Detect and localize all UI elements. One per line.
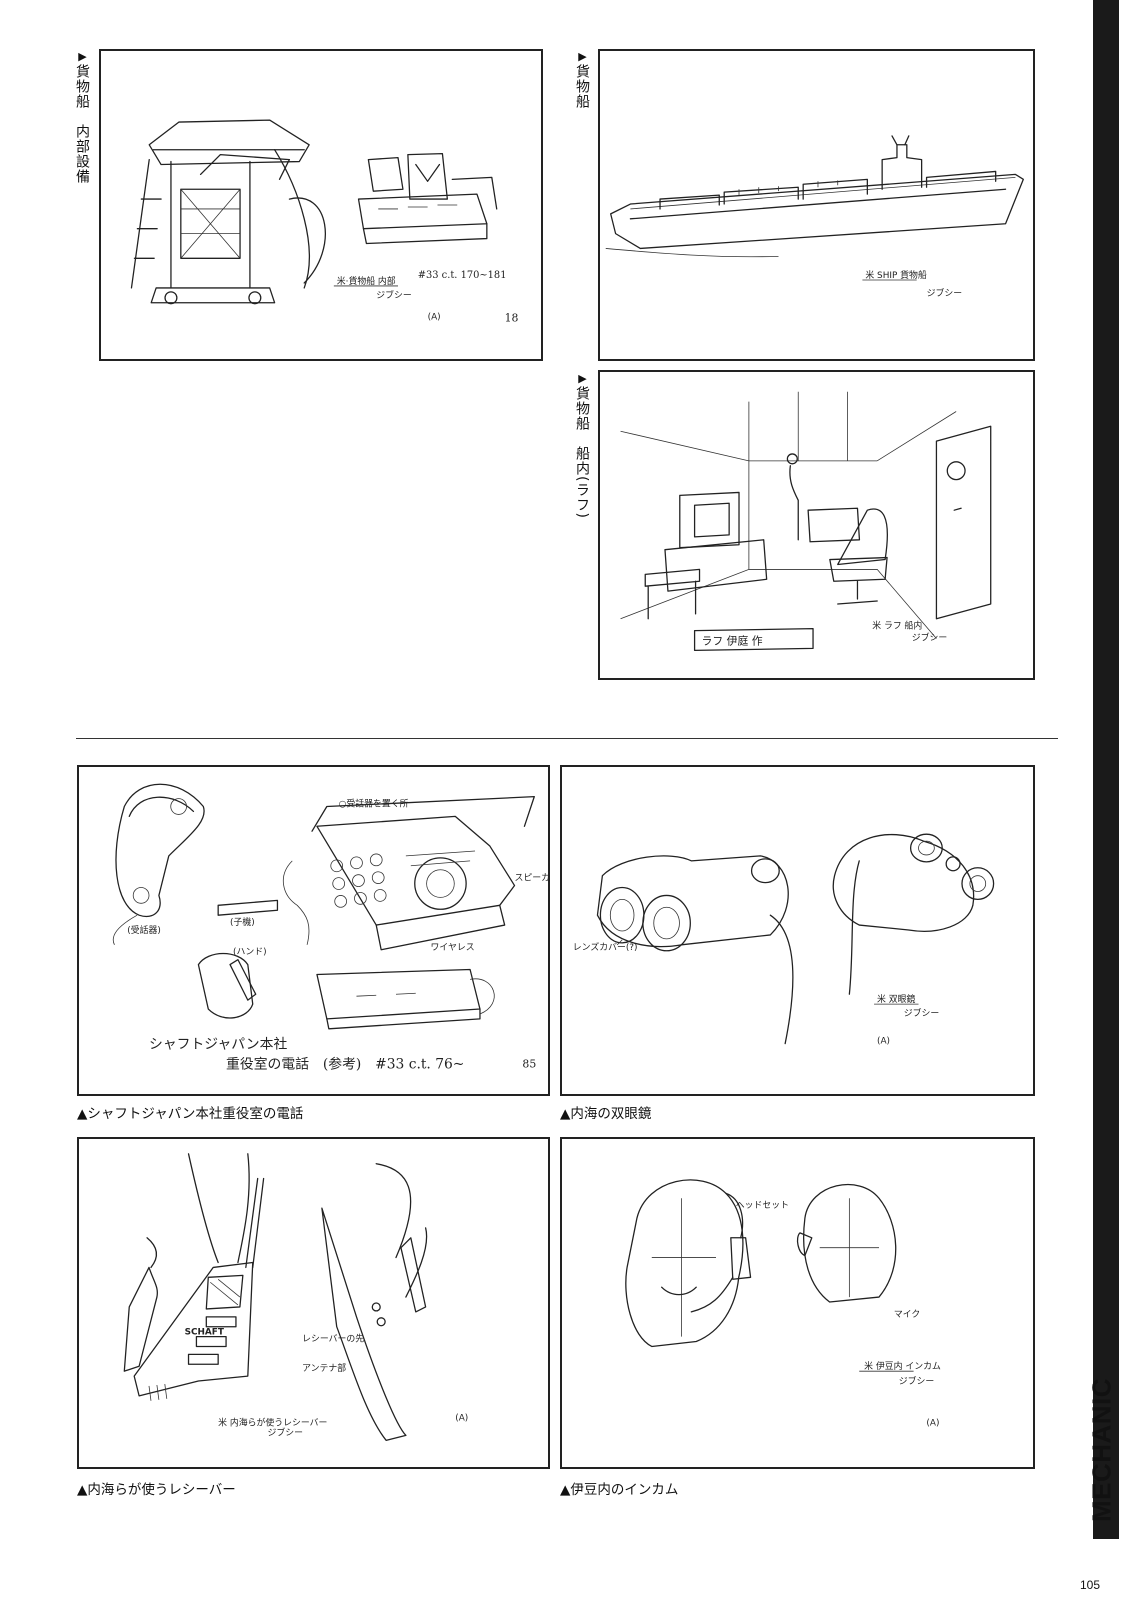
panel-label-cargo-ship: ▶貨物船 [574,50,590,109]
sketch-headset: ヘッドセット マイク 米 伊豆内 インカム ジブシー (A) [560,1137,1035,1469]
sketch-receiver: SCHAFT レシーバーの先 アンテナ部 米 内海らが使うレシーバー ジブシー … [77,1137,550,1469]
svg-text:ジブシー: ジブシー [927,287,962,299]
section-title: MECHANIC [1086,1377,1117,1523]
svg-text:米 双眼鏡: 米 双眼鏡 [877,993,915,1005]
caption-receiver: ▲内海らが使うレシーバー [77,1482,236,1498]
svg-text:米 SHIP 貨物船: 米 SHIP 貨物船 [865,269,927,281]
svg-text:#33 c.t. 170~181: #33 c.t. 170~181 [418,270,507,281]
svg-text:米 ラフ 船内: 米 ラフ 船内 [872,620,922,632]
svg-text:ジブシー: ジブシー [268,1426,304,1438]
label-marker: ▶ [76,50,89,64]
svg-text:○受話器を置く所: ○受話器を置く所 [339,798,409,810]
svg-text:米 内海らが使うレシーバー: 米 内海らが使うレシーバー [218,1417,327,1429]
cargo-crane-sketch: 米·貨物船 内部 #33 c.t. 170~181 ジブシー (A) 18 [130,119,519,324]
sketch-cargo-cabin-rough: ラフ 伊庭 作 米 ラフ 船内 ジブシー [598,370,1035,680]
svg-text:ジブシー: ジブシー [912,631,947,643]
svg-text:ジブシー: ジブシー [899,1375,935,1387]
svg-text:ラフ 伊庭 作: ラフ 伊庭 作 [702,633,763,647]
binoculars-sketch: レンズカバー(?) 米 双眼鏡 ジブシー (A) [573,833,995,1047]
sidebar-bar [1093,0,1119,1539]
svg-text:ワイヤレス: ワイヤレス [431,943,475,953]
svg-text:(受話器): (受話器) [127,924,161,936]
headset-sketch: ヘッドセット マイク 米 伊豆内 インカム ジブシー (A) [625,1179,941,1429]
svg-text:(子機): (子機) [230,916,255,928]
telephone-sketch: (受話器) (子機) ○受話器を置く所 スピーカー ワイヤレス (ハンド) シャ… [112,783,548,1072]
panel-number-18: 18 [505,311,519,324]
sketch-executive-phone: (受話器) (子機) ○受話器を置く所 スピーカー ワイヤレス (ハンド) シャ… [77,765,550,1096]
svg-text:(A): (A) [455,1414,468,1424]
label-marker: ▶ [576,372,589,386]
svg-text:シャフトジャパン本社: シャフトジャパン本社 [149,1037,287,1053]
svg-text:重役室の電話 (参考) #33 c.t. 76~: 重役室の電話 (参考) #33 c.t. 76~ [226,1055,464,1072]
panel-number-85: 85 [522,1057,536,1070]
svg-text:米 伊豆内 インカム: 米 伊豆内 インカム [864,1360,941,1372]
svg-text:(A): (A) [877,1037,890,1047]
label-marker: ▶ [576,50,589,64]
receiver-sketch: SCHAFT レシーバーの先 アンテナ部 米 内海らが使うレシーバー ジブシー … [123,1153,468,1441]
page-number: 105 [1080,1578,1101,1592]
sketch-cargo-interior-equipment: 米·貨物船 内部 #33 c.t. 170~181 ジブシー (A) 18 [99,49,543,361]
brand-text: SCHAFT [185,1328,224,1338]
svg-text:ジブシー: ジブシー [904,1007,940,1019]
sketch-binoculars: レンズカバー(?) 米 双眼鏡 ジブシー (A) [560,765,1035,1096]
svg-text:レンズカバー(?): レンズカバー(?) [573,941,638,953]
panel-label-cargo-cabin: ▶貨物船 船内(ラフ) [574,372,590,519]
svg-text:マイク: マイク [894,1309,920,1320]
svg-text:レシーバーの先: レシーバーの先 [302,1333,364,1345]
cargo-ship-sketch: 米 SHIP 貨物船 ジブシー [605,135,1024,299]
svg-text:(A): (A) [428,313,441,323]
caption-binoculars: ▲内海の双眼鏡 [560,1106,652,1122]
svg-text:ヘッドセット: ヘッドセット [736,1200,789,1211]
panel-label-cargo-interior: ▶貨物船 内部設備 [74,50,90,184]
svg-text:(A): (A) [926,1419,939,1429]
svg-text:アンテナ部: アンテナ部 [302,1362,346,1374]
cabin-interior-sketch: ラフ 伊庭 作 米 ラフ 船内 ジブシー [620,391,992,652]
caption-headset: ▲伊豆内のインカム [560,1482,679,1498]
sketch-cargo-ship: 米 SHIP 貨物船 ジブシー [598,49,1035,361]
section-divider [76,738,1058,739]
caption-executive-phone: ▲シャフトジャパン本社重役室の電話 [77,1106,304,1122]
svg-text:(ハンド): (ハンド) [233,948,267,958]
svg-text:ジブシー: ジブシー [376,289,412,301]
svg-text:スピーカー: スピーカー [515,873,548,884]
svg-text:米·貨物船 内部: 米·貨物船 内部 [337,275,396,287]
